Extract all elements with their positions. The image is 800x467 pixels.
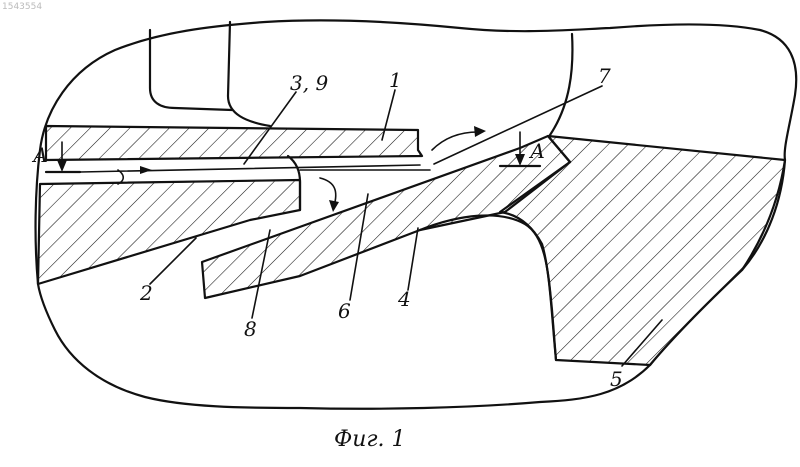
leader-4 bbox=[408, 228, 418, 290]
callout-1: 1 bbox=[389, 68, 402, 92]
section-a-left-arrowhead bbox=[57, 160, 67, 172]
part-1-plate bbox=[46, 126, 422, 160]
section-a-left-label: А bbox=[31, 143, 48, 167]
upper-right-contour bbox=[550, 34, 572, 135]
flow-arrowhead-down bbox=[329, 200, 339, 212]
callout-8: 8 bbox=[244, 317, 257, 341]
upper-part-contour-2 bbox=[228, 22, 270, 126]
callout-7: 7 bbox=[598, 64, 611, 88]
document-number: 1543554 bbox=[2, 2, 42, 12]
upper-part-contour bbox=[150, 30, 232, 110]
channel-centerline bbox=[80, 165, 420, 172]
flow-arrowhead-up bbox=[474, 126, 486, 137]
callout-4: 4 bbox=[397, 287, 411, 311]
lower-cavity-contour bbox=[420, 215, 556, 360]
callout-2: 2 bbox=[139, 281, 153, 305]
callout-6: 6 bbox=[338, 299, 351, 323]
flow-arrowhead-inlet bbox=[140, 166, 152, 174]
callout-5: 5 bbox=[610, 367, 623, 391]
callout-3-9: 3, 9 bbox=[290, 71, 328, 95]
section-a-right-label: А bbox=[528, 139, 545, 163]
figure-caption: Фиг. 1 bbox=[334, 427, 406, 452]
